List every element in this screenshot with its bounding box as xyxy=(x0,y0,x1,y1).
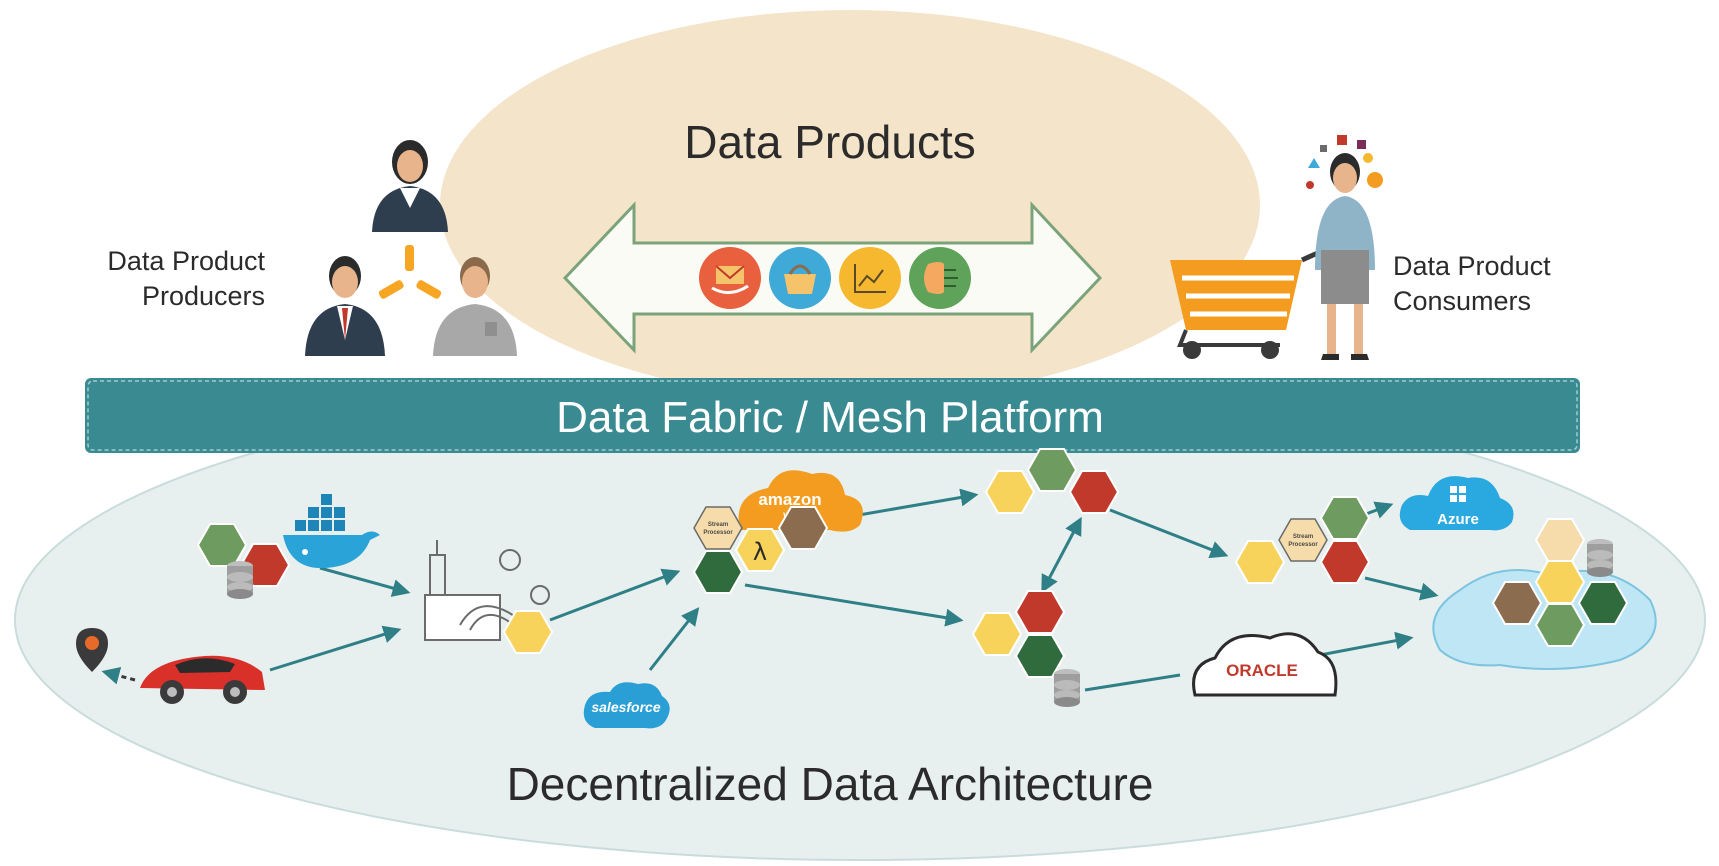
consumers-label-line1: Data Product xyxy=(1393,251,1551,281)
amazon-logo-text: amazon xyxy=(758,490,821,509)
producer-connector-icon xyxy=(378,245,442,299)
line-chart-icon xyxy=(839,247,901,309)
consumer-person-icon xyxy=(1315,153,1375,360)
producer-person-top-icon xyxy=(372,140,448,232)
salesforce-cloud-icon xyxy=(583,682,670,729)
azure-logo-text: Azure xyxy=(1437,511,1479,528)
brain-circuit-icon xyxy=(909,247,971,309)
location-pin-icon xyxy=(76,628,108,672)
connector-lines xyxy=(101,488,1439,692)
amazon-cloud-icon xyxy=(738,470,863,532)
stream-processor-label-1-line2: Processor xyxy=(703,530,733,536)
producer-person-left-icon xyxy=(305,256,385,356)
data-products-ellipse xyxy=(440,10,1260,400)
consumers-label-line2: Consumers xyxy=(1393,286,1531,316)
oracle-logo-text: ORACLE xyxy=(1226,661,1298,680)
oracle-cloud-icon xyxy=(1192,632,1338,697)
lambda-icon: λ xyxy=(753,538,767,566)
azure-cloud-icon xyxy=(1399,476,1514,531)
envelope-hand-icon xyxy=(699,247,761,309)
car-icon xyxy=(140,655,265,704)
producers-label-line2: Producers xyxy=(142,281,265,311)
stream-processor-label-2-line2: Processor xyxy=(1288,542,1318,548)
architecture-title: Decentralized Data Architecture xyxy=(507,758,1154,810)
stream-processor-label-2-line1: Stream xyxy=(1293,534,1313,540)
shopping-cart-icon xyxy=(1170,243,1328,359)
platform-band xyxy=(85,378,1580,453)
double-arrow xyxy=(562,201,1103,354)
producers-label-line1: Data Product xyxy=(107,246,265,276)
salesforce-logo-text: salesforce xyxy=(591,699,660,715)
basket-icon xyxy=(769,247,831,309)
iot-tower-icon xyxy=(424,540,550,641)
platform-label: Data Fabric / Mesh Platform xyxy=(556,393,1104,442)
docker-whale-icon xyxy=(283,494,380,569)
consumer-data-shapes-icon xyxy=(1306,135,1383,189)
producer-person-right-icon xyxy=(433,257,517,356)
stream-processor-label-1-line1: Stream xyxy=(708,522,728,528)
data-products-title: Data Products xyxy=(684,116,975,168)
